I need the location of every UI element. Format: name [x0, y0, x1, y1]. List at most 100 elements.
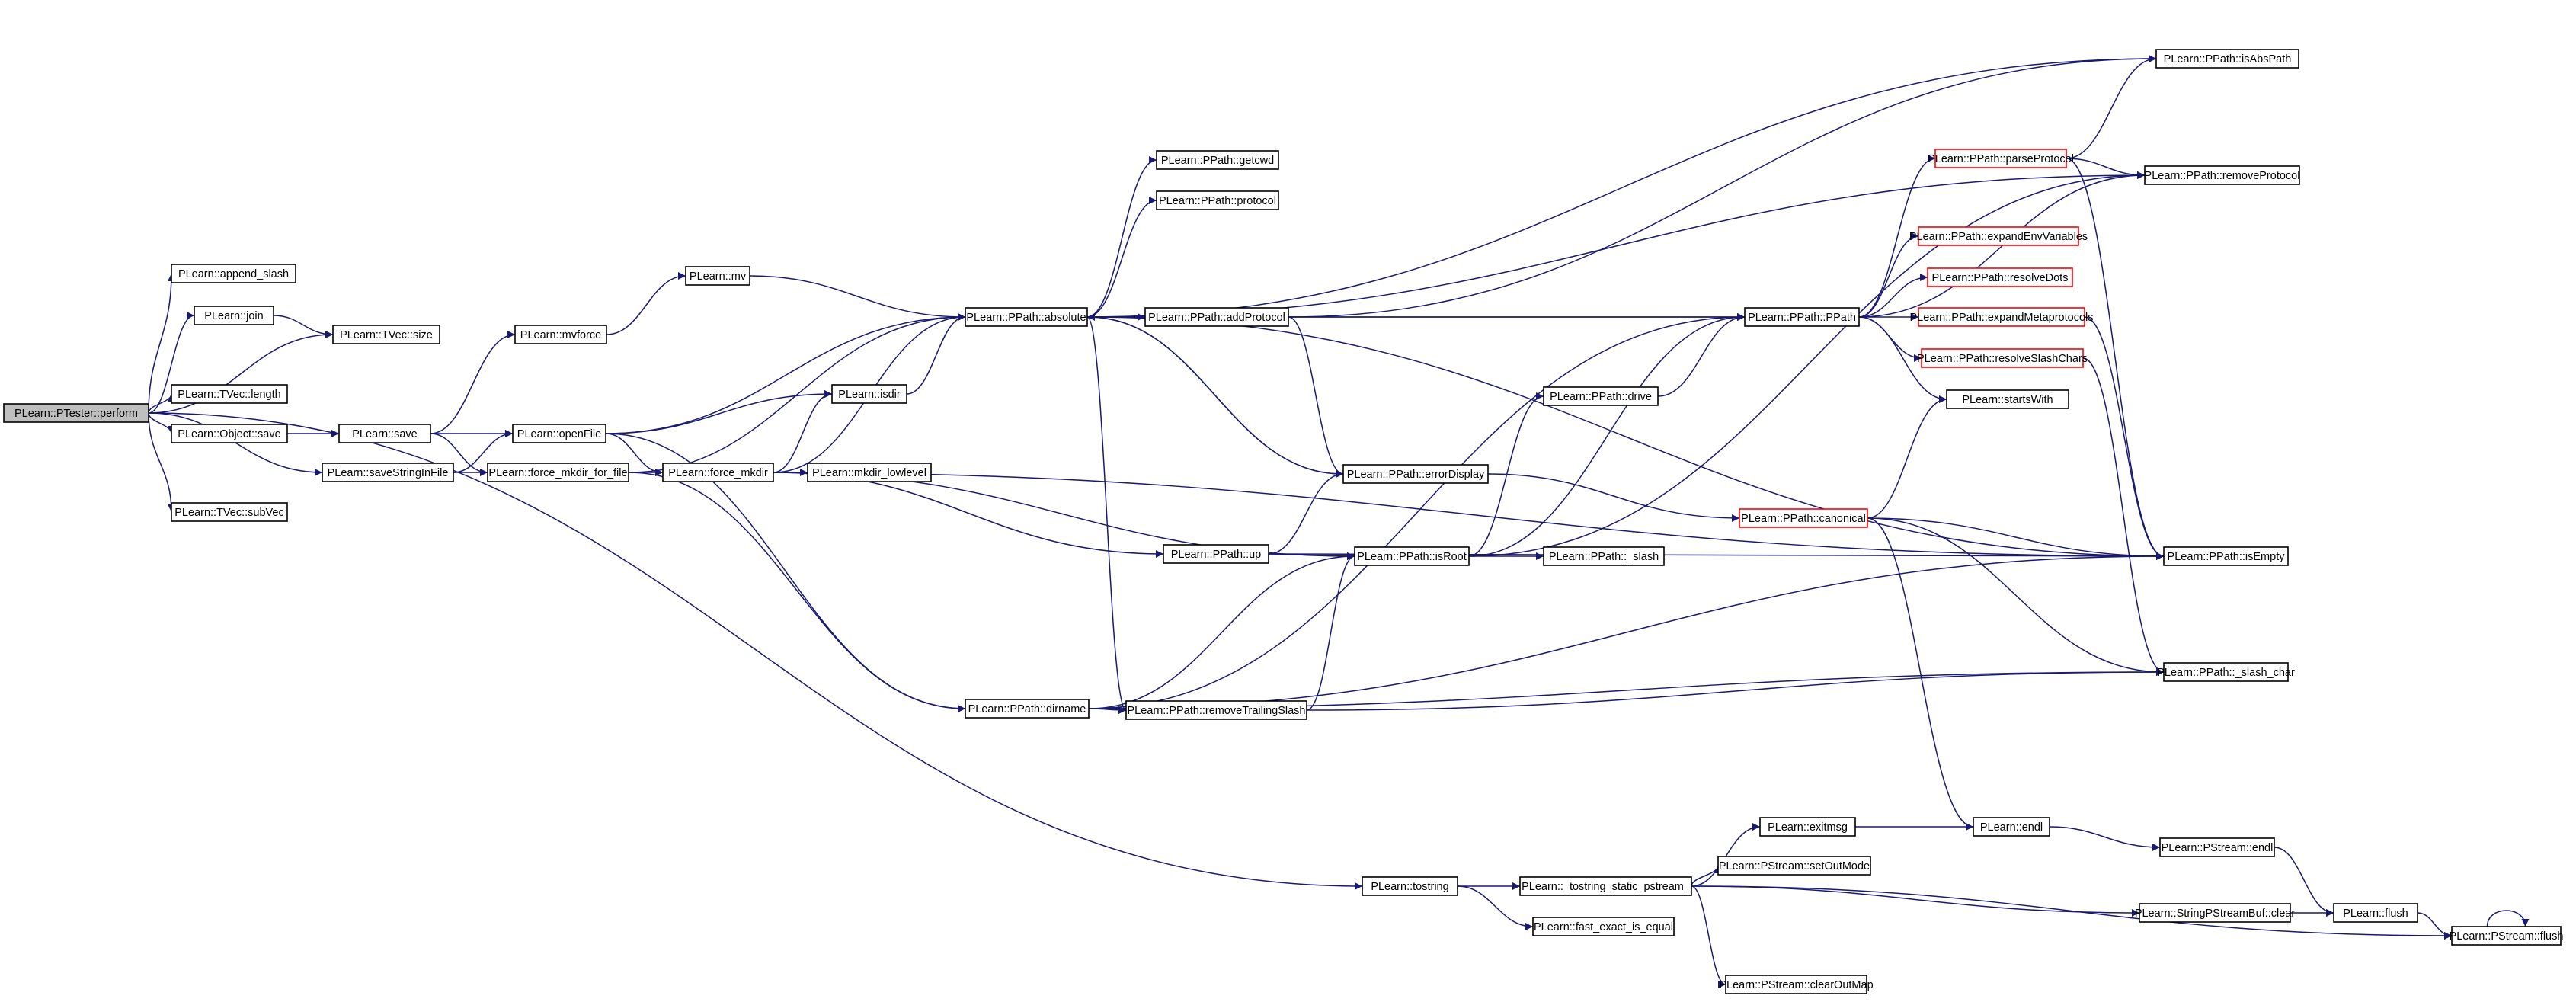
edge-error-display-to-canonical [1487, 473, 1740, 522]
node-object-save[interactable]: PLearn::Object::save [171, 424, 288, 443]
node-box [807, 463, 932, 482]
node-exitmsg[interactable]: PLearn::exitmsg [1759, 817, 1856, 837]
node-clear-out-map[interactable]: PLearn::PStream::clearOutMap [1719, 975, 1874, 994]
edge-canonical-to-starts-with [1867, 395, 1947, 519]
node-label: PLearn::PPath::_slash [1549, 551, 1659, 563]
node-box [1342, 464, 1489, 484]
node-set-out-mode[interactable]: PLearn::PStream::setOutMode [1717, 856, 1871, 876]
node-protocol[interactable]: PLearn::PPath::protocol [1156, 190, 1279, 210]
node-endl[interactable]: PLearn::endl [1973, 817, 2050, 837]
node-label: PLearn::PPath::removeTrailingSlash [1128, 705, 1306, 717]
node-label: PLearn::PStream::clearOutMap [1719, 979, 1873, 991]
node-pstream-flush[interactable]: PLearn::PStream::flush [2450, 926, 2564, 946]
edge-force-mkdir-to-isdir [773, 390, 833, 473]
node-label: PLearn::PPath::isEmpty [2168, 551, 2286, 563]
node-label: PLearn::endl [1980, 821, 2043, 834]
edge-add-protocol-to-error-display [1288, 316, 1344, 478]
node-label: PLearn::saveStringInFile [328, 467, 449, 479]
node-perform[interactable]: PLearn::PTester::perform [3, 403, 149, 423]
node-isdir[interactable]: PLearn::isdir [831, 384, 907, 404]
node-label: PLearn::save [352, 428, 417, 440]
node-tvec-size[interactable]: PLearn::TVec::size [332, 325, 440, 344]
edge-tostring-to-fast-exact-is-equal [1457, 885, 1534, 930]
node-save[interactable]: PLearn::save [338, 424, 431, 443]
node-box [2159, 837, 2275, 857]
edge-is-root-to-drive [1468, 392, 1544, 557]
node-up[interactable]: PLearn::PPath::up [1163, 544, 1269, 564]
edge-perform-to-tostring [148, 412, 1363, 890]
edge-up-to-error-display [1268, 470, 1344, 555]
node-join[interactable]: PLearn::join [194, 306, 274, 325]
edge-add-protocol-to-is-abs-path [1288, 55, 2157, 318]
node-tostring-static-pstream[interactable]: PLearn::_tostring_static_pstream_ [1519, 876, 1692, 896]
edge-canonical-to-is-empty [1867, 517, 2165, 560]
node-remove-protocol[interactable]: PLearn::PPath::removeProtocol [2144, 165, 2300, 185]
node-force-mkdir-for-file[interactable]: PLearn::force_mkdir_for_file [487, 463, 629, 482]
node-flush[interactable]: PLearn::flush [2333, 903, 2418, 923]
node-remove-trailing-slash[interactable]: PLearn::PPath::removeTrailingSlash [1125, 700, 1307, 720]
edge-tostring-static-pstream-to-set-out-mode [1691, 865, 1722, 887]
node-label: PLearn::force_mkdir [668, 467, 768, 479]
edge-tostring-static-pstream-to-string-pstream-buf-clear [1691, 885, 2140, 917]
node-drive[interactable]: PLearn::PPath::drive [1543, 386, 1659, 406]
edge-flush-to-pstream-flush [2417, 912, 2453, 940]
node-resolve-slash-chars[interactable]: PLearn::PPath::resolveSlashChars [1917, 348, 2088, 368]
node-box [1927, 267, 2073, 287]
node-box [512, 424, 606, 443]
node-box [1362, 876, 1458, 896]
node-label: PLearn::PStream::flush [2450, 930, 2564, 943]
node-getcwd[interactable]: PLearn::PPath::getcwd [1156, 150, 1279, 170]
edge-absolute-to-remove-trailing-slash [1086, 316, 1127, 714]
node-is-abs-path[interactable]: PLearn::PPath::isAbsPath [2155, 49, 2299, 69]
node-open-file[interactable]: PLearn::openFile [512, 424, 606, 443]
edge-absolute-to-is-empty [1086, 316, 2165, 560]
node-mv[interactable]: PLearn::mv [685, 266, 750, 286]
node-add-protocol[interactable]: PLearn::PPath::addProtocol [1144, 307, 1289, 327]
node-string-pstream-buf-clear[interactable]: PLearn::StringPStreamBuf::clear [2135, 903, 2296, 923]
node-label: PLearn::force_mkdir_for_file [488, 467, 627, 479]
node-label: PLearn::startsWith [1962, 394, 2053, 406]
node-box [322, 463, 454, 482]
node-append-slash[interactable]: PLearn::append_slash [171, 264, 296, 283]
node-tvec-subvec[interactable]: PLearn::TVec::subVec [171, 502, 288, 522]
node-ppath-ctor[interactable]: PLearn::PPath::PPath [1744, 307, 1860, 327]
node-slash-char[interactable]: PLearn::PPath::_slash_char [2157, 662, 2295, 682]
node-force-mkdir[interactable]: PLearn::force_mkdir [662, 463, 774, 482]
node-mkdir-lowlevel[interactable]: PLearn::mkdir_lowlevel [807, 463, 932, 482]
node-expand-metaprotocols[interactable]: PLearn::PPath::expandMetaprotocols [1909, 307, 2094, 327]
node-absolute[interactable]: PLearn::PPath::absolute [965, 307, 1088, 327]
node-tostring[interactable]: PLearn::tostring [1362, 876, 1458, 896]
node-dirname[interactable]: PLearn::PPath::dirname [965, 699, 1090, 719]
node-tvec-length[interactable]: PLearn::TVec::length [171, 384, 288, 404]
edge-ppath-ctor-to-expand-env-variables [1858, 232, 1919, 318]
edge-is-root-to-ppath-ctor [1468, 313, 1746, 557]
node-label: PLearn::PPath::isAbsPath [2164, 53, 2292, 66]
edge-isdir-to-absolute [906, 313, 966, 395]
node-resolve-dots[interactable]: PLearn::PPath::resolveDots [1927, 267, 2073, 287]
node-expand-env-variables[interactable]: PLearn::PPath::expandEnvVariables [1909, 226, 2088, 246]
node-pstream-endl[interactable]: PLearn::PStream::endl [2159, 837, 2275, 857]
node-label: PLearn::PPath::expandMetaprotocols [1909, 312, 2093, 324]
node-box [1543, 386, 1659, 406]
node-parse-protocol[interactable]: PLearn::PPath::parseProtocol [1928, 149, 2074, 168]
node-error-display[interactable]: PLearn::PPath::errorDisplay [1342, 464, 1489, 484]
node-fast-exact-is-equal[interactable]: PLearn::fast_exact_is_equal [1532, 917, 1675, 936]
node-starts-with[interactable]: PLearn::startsWith [1946, 389, 2069, 409]
node-is-root[interactable]: PLearn::PPath::isRoot [1354, 546, 1470, 566]
edge-pstream-endl-to-flush [2274, 847, 2334, 917]
node-box [2155, 49, 2299, 69]
edge-absolute-to-protocol [1086, 197, 1157, 318]
node-label: PLearn::PStream::endl [2162, 842, 2274, 854]
node-save-string-in-file[interactable]: PLearn::saveStringInFile [322, 463, 454, 482]
node-mvforce[interactable]: PLearn::mvforce [514, 325, 607, 344]
node-canonical[interactable]: PLearn::PPath::canonical [1739, 508, 1868, 528]
node-label: PLearn::exitmsg [1768, 821, 1848, 834]
node-underscore-slash[interactable]: PLearn::PPath::_slash [1543, 546, 1665, 566]
node-is-empty[interactable]: PLearn::PPath::isEmpty [2163, 546, 2289, 566]
node-box [2139, 903, 2291, 923]
edge-tostring-static-pstream-to-clear-out-map [1691, 885, 1726, 988]
edge-drive-to-ppath-ctor [1657, 313, 1746, 397]
node-label: PLearn::PPath::expandEnvVariables [1909, 231, 2088, 243]
node-box [1918, 226, 2079, 246]
